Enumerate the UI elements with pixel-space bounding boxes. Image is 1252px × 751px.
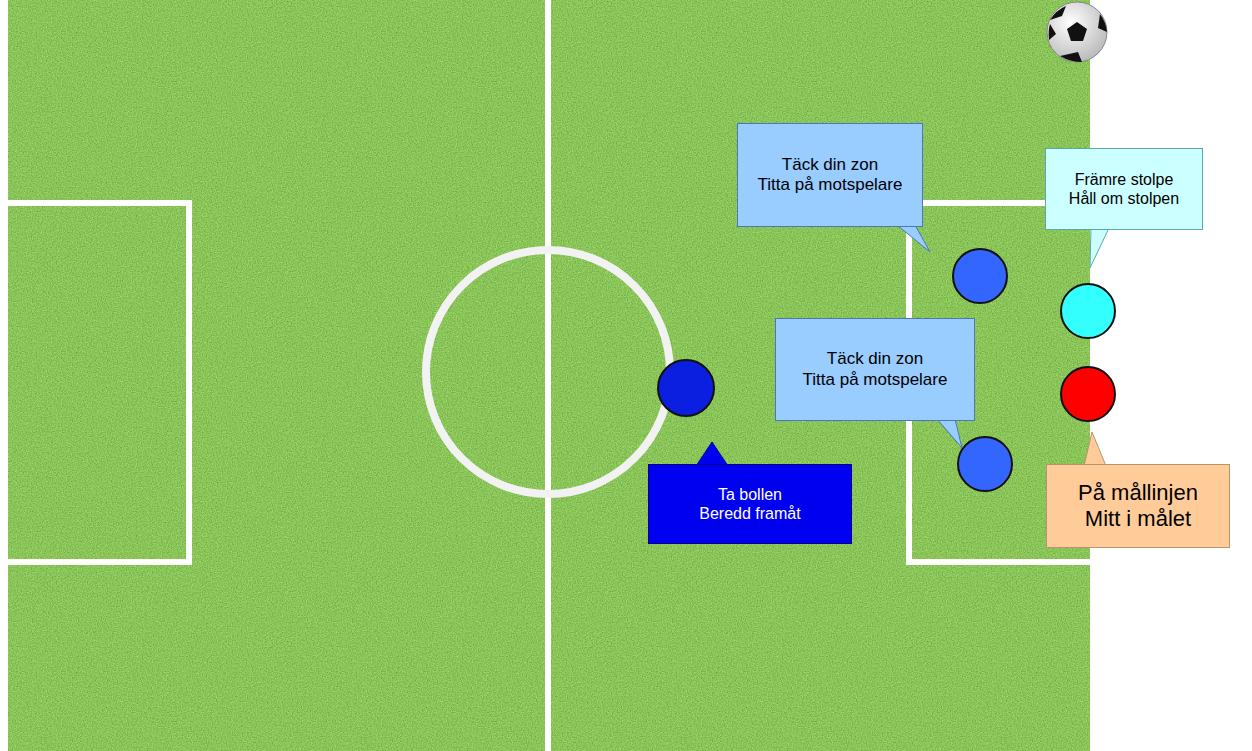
callout-text: Ta bollen (718, 485, 782, 504)
callout-box: På mållinjenMitt i målet (1046, 464, 1230, 548)
player-defender (958, 437, 1012, 491)
callout-text: Främre stolpe (1075, 170, 1174, 189)
callout-tail (1090, 228, 1109, 268)
callout-text: På mållinjen (1078, 480, 1198, 506)
ball-patch (1060, 52, 1082, 62)
callout-tail (937, 419, 962, 448)
callout-text: Täck din zon (782, 155, 878, 175)
callout-text: Beredd framåt (699, 504, 800, 523)
grass (8, 0, 1090, 751)
grass-texture (8, 0, 1090, 751)
halfway-line (545, 0, 551, 751)
ball-patch (1050, 6, 1066, 20)
callout-text: Håll om stolpen (1069, 189, 1179, 208)
ball (1047, 2, 1107, 62)
callout-text: Täck din zon (827, 349, 923, 369)
ball-icon (1047, 2, 1107, 62)
callout-tail (696, 442, 728, 466)
player-striker (658, 360, 714, 416)
callout-box: Täck din zonTitta på motspelare (775, 318, 975, 421)
callout-tail (897, 225, 930, 252)
callout-box: Täck din zonTitta på motspelare (737, 123, 923, 227)
callout-box: Ta bollenBeredd framåt (648, 464, 852, 544)
penalty-area-left (8, 203, 189, 562)
goalkeeper (1061, 367, 1115, 421)
callout-tail (1084, 432, 1106, 466)
callout-text: Mitt i målet (1085, 506, 1191, 532)
callout-text: Titta på motspelare (758, 175, 903, 195)
centre-circle (426, 250, 670, 494)
player-near-post (1061, 284, 1115, 338)
ball-patch (1049, 24, 1056, 40)
player-defender (953, 249, 1007, 303)
callout-text: Titta på motspelare (803, 370, 948, 390)
ball-patch (1098, 14, 1107, 32)
callout-box: Främre stolpeHåll om stolpen (1045, 148, 1203, 230)
ball-patch (1067, 22, 1087, 41)
